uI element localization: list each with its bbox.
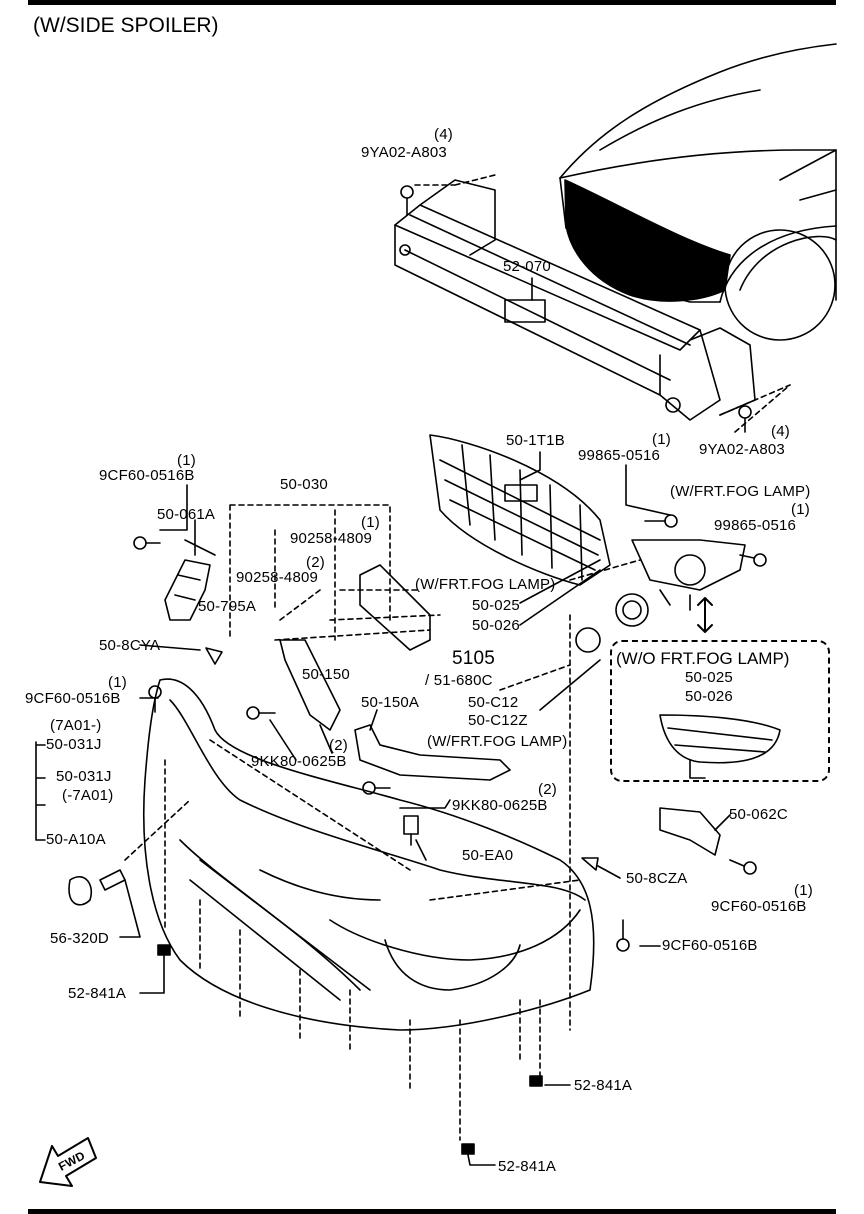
label-a7-qty: (4) [771, 423, 790, 440]
label-d5-part: 56-320D [50, 930, 109, 947]
label-b1-part: 9CF60-0516B [99, 467, 195, 484]
bottom-rule [28, 1209, 836, 1214]
label-c3-qty: (2) [329, 737, 348, 754]
label-a6-qty: (1) [791, 501, 810, 518]
bracket-50-062c [659, 807, 721, 856]
leader-lines [35, 277, 731, 1166]
tow-hook-cover [68, 869, 126, 906]
clip-50-8cya [205, 647, 223, 665]
label-a4-qty: (1) [652, 431, 671, 448]
label-c5-qty: (2) [538, 781, 557, 798]
label-d3-part: 9CF60-0516B [711, 898, 807, 915]
label-b8-part2: 50-026 [472, 617, 520, 634]
fog-lamp-bezel [631, 539, 746, 611]
fwd-arrow-icon [39, 1137, 97, 1187]
label-b14-part1: 50-C12 [468, 694, 519, 711]
bumper-reinforcement [394, 179, 756, 421]
label-b4-qty: (1) [361, 514, 380, 531]
label-b7-note: (W/FRT.FOG LAMP) [415, 576, 556, 593]
label-b10-alt: / 51-680C [425, 672, 493, 689]
label-b6-part: 50-795A [198, 598, 257, 615]
label-a6-part: 99865-0516 [714, 517, 797, 534]
label-b13-part: 50-150A [361, 694, 420, 711]
label-a4-part: 99865-0516 [578, 447, 661, 464]
side-bracket-left [164, 559, 211, 621]
fog-lamp-ring [615, 593, 649, 627]
label-c1-part: 50-031J [46, 736, 102, 753]
label-b11-part: 50-150 [302, 666, 350, 683]
label-a3-part: 50-1T1B [506, 432, 565, 449]
label-b8-part1: 50-025 [472, 597, 520, 614]
label-a1-part: 9YA02-A803 [361, 144, 447, 161]
label-d2-part: 50-8CZA [626, 870, 688, 887]
label-a1-qty: (4) [434, 126, 453, 143]
arrow-up-down [697, 597, 713, 633]
label-c4-note: (W/FRT.FOG LAMP) [427, 733, 568, 750]
label-d4-part: 9CF60-0516B [662, 937, 758, 954]
label-b12-part: 9CF60-0516B [25, 690, 121, 707]
label-b1-qty: (1) [177, 452, 196, 469]
side-spoiler-piece [354, 724, 511, 781]
car-grille-opening [564, 179, 731, 302]
label-a7-part: 9YA02-A803 [699, 441, 785, 458]
bumper-cover [142, 678, 595, 1031]
label-b10-part: 5105 [452, 648, 496, 669]
label-c3-part: 9KK80-0625B [251, 753, 347, 770]
label-b4-part: 90258-4809 [290, 530, 373, 547]
clip-50-ea0 [403, 815, 419, 846]
label-c5-part: 9KK80-0625B [452, 797, 548, 814]
wo-fog-lamp-title: (W/O FRT.FOG LAMP) [616, 649, 790, 668]
diagram-title: (W/SIDE SPOILER) [33, 14, 219, 37]
label-b5-part: 90258-4809 [236, 569, 319, 586]
label-c6-part: 50-A10A [46, 831, 106, 848]
label-c1-note: (7A01-) [50, 717, 102, 734]
label-c2-part: 50-031J [56, 768, 112, 785]
wo-fog-bezel [659, 714, 781, 779]
label-a5-note: (W/FRT.FOG LAMP) [670, 483, 811, 500]
wo-fog-lamp-box [610, 640, 830, 782]
label-b5-qty: (2) [306, 554, 325, 571]
label-d6-part: 52-841A [68, 985, 127, 1002]
label-wo-part1: 50-025 [685, 669, 733, 686]
label-d3-qty: (1) [794, 882, 813, 899]
label-b14-part2: 50-C12Z [468, 712, 528, 729]
front-grille [429, 434, 611, 586]
label-d8-part: 52-841A [498, 1158, 557, 1175]
top-rule [28, 0, 836, 5]
label-d1-part: 50-062C [729, 806, 788, 823]
label-b3-part: 50-030 [280, 476, 328, 493]
label-b9-part: 50-8CYA [99, 637, 161, 654]
label-d7-part: 52-841A [574, 1077, 633, 1094]
label-a2-part: 52-070 [503, 258, 551, 275]
clip-50-8cza [581, 857, 599, 871]
label-b12-qty: (1) [108, 674, 127, 691]
bolt-icons [133, 185, 767, 952]
label-c2-note: (-7A01) [62, 787, 114, 804]
label-c7-part: 50-EA0 [462, 847, 514, 864]
license-plate-bracket [279, 564, 431, 731]
fog-lamp [575, 627, 601, 653]
label-b2-part: 50-061A [157, 506, 216, 523]
label-wo-part2: 50-026 [685, 688, 733, 705]
